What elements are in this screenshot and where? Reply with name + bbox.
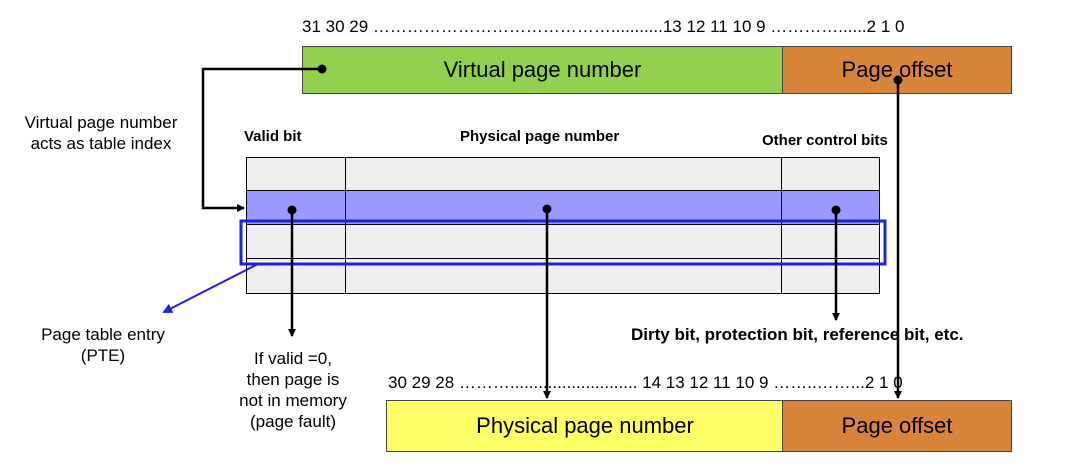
other-control-bits-header: Other control bits <box>762 132 888 149</box>
pte-note-line1: Page table entry <box>41 325 165 344</box>
table-cell <box>246 157 347 192</box>
physical-page-offset-label: Page offset <box>841 413 953 438</box>
virtual-address-bit-labels: 31 30 29 ……………………………………...........13 12 … <box>302 17 905 36</box>
physical-page-number-arrow <box>542 204 552 399</box>
valid-note-line4: (page fault) <box>250 412 336 431</box>
physical-page-offset-field: Page offset <box>782 400 1012 452</box>
physical-page-number-header: Physical page number <box>460 128 620 145</box>
table-cell <box>345 224 783 260</box>
table-cell <box>345 157 783 192</box>
valid-bit-arrow <box>287 205 297 337</box>
page-offset-arrow <box>893 75 903 399</box>
valid-note-line1: If valid =0, <box>254 349 332 368</box>
valid-note: If valid =0, then page is not in memory … <box>218 348 368 432</box>
valid-note-line3: not in memory <box>239 391 347 410</box>
table-index-note-line1: Virtual page number <box>24 113 178 132</box>
table-index-note-line2: acts as table index <box>30 134 172 153</box>
table-index-note: Virtual page number acts as table index <box>8 112 194 154</box>
pte-note: Page table entry (PTE) <box>18 324 188 366</box>
virtual-page-number-label: Virtual page number <box>443 57 642 82</box>
control-bits-arrow <box>831 205 841 321</box>
table-cell <box>246 224 347 260</box>
table-index-arrow <box>201 64 327 212</box>
valid-note-line2: then page is <box>246 370 340 389</box>
pte-note-line2: (PTE) <box>80 346 126 365</box>
valid-bit-header: Valid bit <box>244 128 302 145</box>
physical-address-bit-labels: 30 29 28 ………........................... … <box>388 373 903 392</box>
control-bits-note: Dirty bit, protection bit, reference bit… <box>631 325 964 344</box>
physical-page-number-field: Physical page number <box>386 400 784 452</box>
pte-pointer-arrow <box>162 263 259 313</box>
pte-selection-outline <box>239 219 887 266</box>
physical-page-number-label: Physical page number <box>476 413 694 438</box>
